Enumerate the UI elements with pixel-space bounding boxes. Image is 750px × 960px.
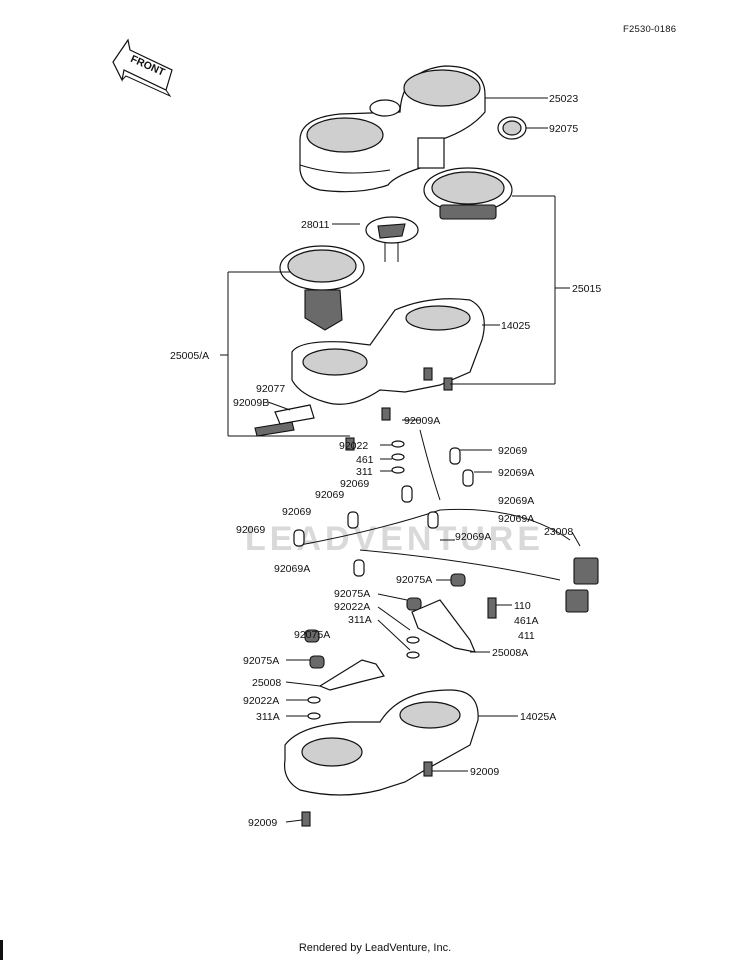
brackets [318,599,476,691]
part-label: 92022 [339,440,368,452]
part-label: 92069 [315,489,344,501]
part-label: 25005/A [170,350,209,362]
part-label: 92069A [498,513,534,525]
part-label: 28011 [301,219,330,231]
part-label: 92075A [396,574,432,586]
part-label: 92069A [498,495,534,507]
part-label: 311 [356,466,373,478]
diagram-code: F2530-0186 [623,24,677,35]
meter-housing-top [299,65,486,193]
edge-mark [0,940,3,960]
indicator-unit [365,216,419,262]
bulbs-and-harness [293,429,599,613]
part-label: 92075A [243,655,279,667]
part-label: 92022A [243,695,279,707]
footer-credit: Rendered by LeadVenture, Inc. [298,942,452,954]
part-label: 92069 [282,506,311,518]
part-label: 92075A [294,629,330,641]
part-label: 92069 [498,445,527,457]
speedometer [279,245,365,331]
part-label: 92009 [248,817,277,829]
part-labels: 25023 92075 28011 25015 14025 25005/A 92… [170,93,601,829]
part-label: 92069 [340,478,369,490]
part-label: 92009A [404,415,440,427]
part-label: 311A [348,614,372,626]
part-label: 92022A [334,601,370,613]
part-label: 92069A [274,563,310,575]
part-label: 92009B [233,397,269,409]
meter-case-lower [291,298,485,405]
part-label: 461 [356,454,374,466]
part-label: 92075 [549,123,578,135]
part-label: 110 [514,600,531,612]
part-label: 311A [256,711,280,723]
part-label: 25023 [549,93,578,105]
part-label: 92075A [334,588,370,600]
part-label: 23008 [544,526,573,538]
leader-lines [220,97,581,823]
part-label: 92069A [498,467,534,479]
part-label: 92069A [455,531,491,543]
part-label: 411 [518,630,535,642]
bezel-ring [497,116,527,140]
part-label: 92077 [256,383,285,395]
part-label: 25008A [492,647,528,659]
part-label: 14025 [501,320,530,332]
part-label: 25008 [252,677,281,689]
part-label: 92069 [236,524,265,536]
part-label: 25015 [572,283,601,295]
part-label: 461A [514,615,539,627]
part-label: 14025A [520,711,556,723]
tachometer [423,167,513,220]
part-label: 92009 [470,766,499,778]
screws [254,367,453,474]
front-arrow-icon: FRONT [112,38,173,98]
grommets [304,573,497,720]
bottom-cover [283,689,479,827]
